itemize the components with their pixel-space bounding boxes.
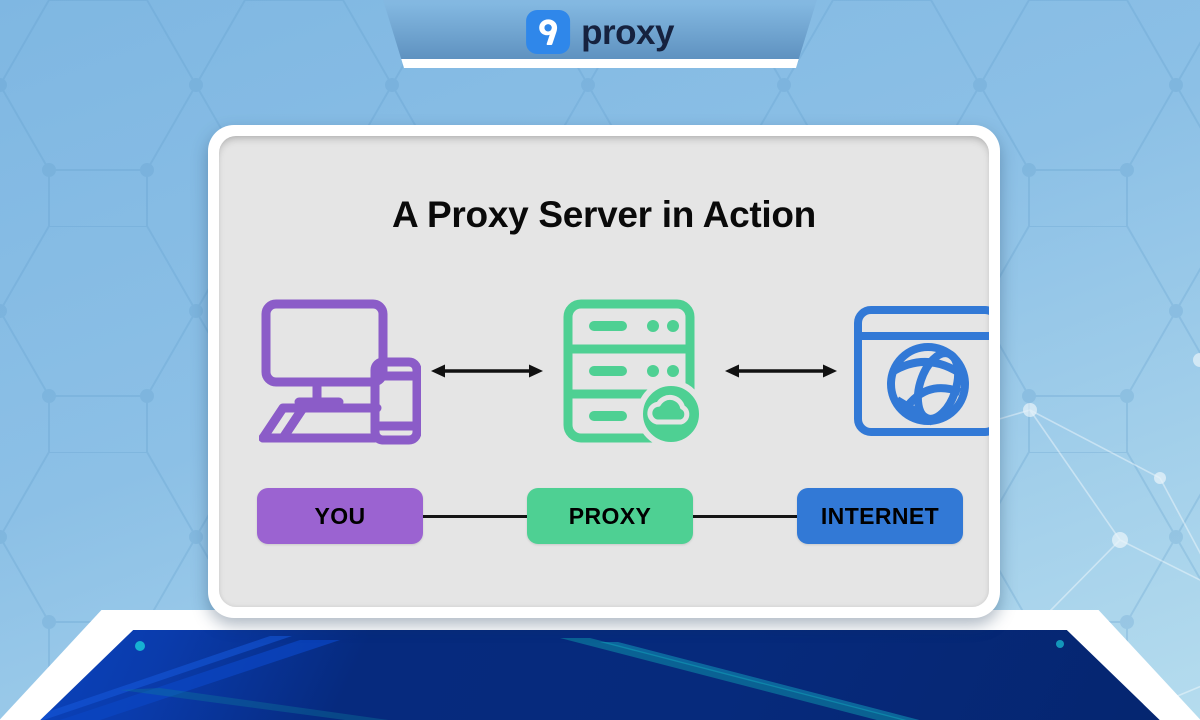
bottom-band-streaks — [30, 636, 1064, 720]
arrow-proxy-internet-cell — [721, 358, 841, 384]
node-label-you[interactable]: YOU — [257, 488, 423, 544]
connector-proxy-internet — [693, 514, 797, 518]
page-title: A Proxy Server in Action — [392, 194, 816, 235]
diagram-label-row: YOU PROXY INTERNET — [219, 486, 989, 546]
browser-window-globe-icon — [854, 306, 989, 436]
you-icon-cell — [253, 291, 427, 451]
double-headed-arrow-icon — [725, 364, 837, 378]
proxy-icon-cell — [547, 291, 721, 451]
desktop-computer-and-phone-icon — [259, 299, 421, 445]
server-rack-with-cloud-icon — [563, 299, 705, 446]
internet-icon-cell — [841, 291, 989, 451]
arrow-you-proxy-cell — [427, 358, 547, 384]
nine-proxy-logo-icon — [526, 10, 571, 54]
brand-name: proxy — [581, 12, 674, 52]
top-banner-frame — [361, 0, 839, 68]
brand-logo[interactable]: proxy — [526, 10, 674, 54]
double-headed-arrow-icon — [431, 364, 543, 378]
node-label-internet[interactable]: INTERNET — [797, 488, 963, 544]
diagram-card-surface: A Proxy Server in Action — [219, 136, 989, 607]
node-label-proxy[interactable]: PROXY — [527, 488, 693, 544]
diagram-card: A Proxy Server in Action — [208, 125, 1000, 618]
diagram-icon-row — [219, 291, 989, 451]
connector-you-proxy — [423, 514, 527, 518]
bottom-band — [30, 630, 1170, 720]
